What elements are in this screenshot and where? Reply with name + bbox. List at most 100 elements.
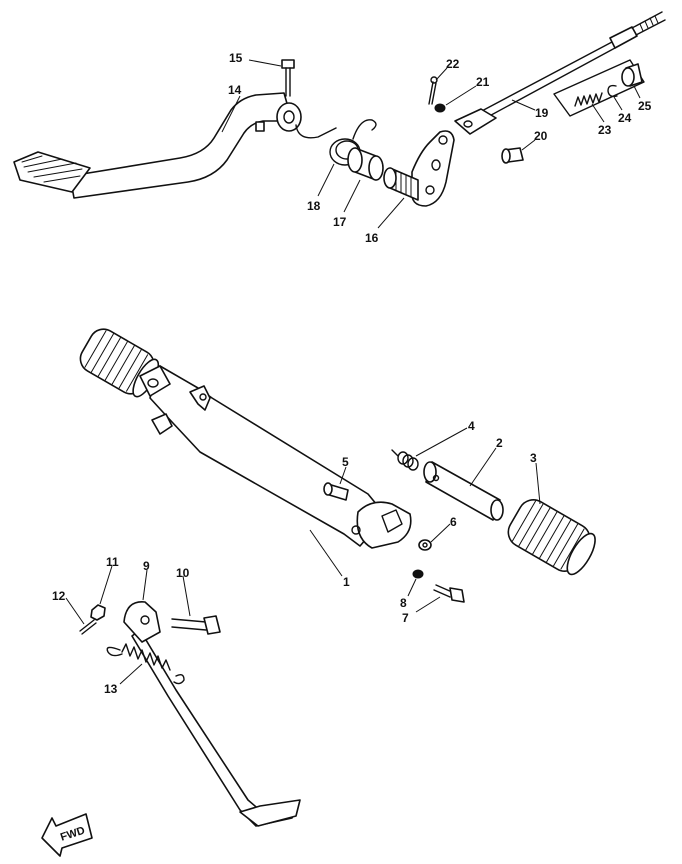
washer-6 [418,539,432,551]
bolt-7 [433,584,465,603]
leader-8 [407,578,417,597]
spring-13-coil [121,643,171,671]
callout-7: 7 [402,611,409,625]
pin-5-head [323,482,333,496]
callout-9: 9 [143,559,150,573]
leader-16 [377,197,405,229]
brake-rod-19-clevis-hole [463,120,473,128]
leader-6 [430,523,451,543]
callout-12: 12 [52,589,66,603]
leader-25 [633,85,641,99]
leader-23 [591,103,605,123]
brake-rod-19-sleeve [609,26,638,49]
footrest-shaft-2 [423,461,504,521]
sidestand-9 [123,601,301,827]
pin-5 [323,482,349,501]
leader-15 [248,59,282,67]
leader-5 [339,466,347,485]
washer-8 [412,569,424,579]
callout-3: 3 [530,451,537,465]
shaft-16-arm-hole-low [425,185,435,195]
collar-17 [347,147,384,181]
callout-16: 16 [365,231,379,245]
callout-14: 14 [228,83,242,97]
bolt-10-head [203,615,221,635]
shaft-16 [383,130,455,207]
nut-25-face [621,67,635,87]
leader-12 [65,597,85,625]
fwd-arrow-shape [41,813,93,857]
callout-17: 17 [333,215,347,229]
sidestand-leg [131,629,299,827]
callout-labels: 15 14 22 21 19 20 25 24 23 18 17 16 4 2 … [52,51,652,696]
leader-1 [309,529,343,577]
footrest-shaft-2-end-right [490,499,504,521]
collar-17-end-right [368,155,384,181]
callout-24: 24 [618,111,632,125]
footrest-bracket-clevis-hole [147,378,159,388]
footrest-pivot-hole [351,525,361,535]
leader-2 [469,447,497,487]
footrest-bracket-lower-tab [151,413,173,435]
bolt-10 [171,615,221,635]
callout-10: 10 [176,566,190,580]
callout-4: 4 [468,419,475,433]
spring-23-coil [574,92,603,107]
cotter-pin-22-body [428,81,437,105]
footrest-pivot-housing [356,501,412,549]
footrest-shaft-2-body [425,461,501,521]
spring-4 [391,449,419,471]
footrest-rubber-3 [507,499,596,576]
washer-21 [434,103,446,113]
brake-rod-19-thread [631,11,666,36]
shaft-16-arm-hole-mid [431,159,441,171]
spring-18-hook [352,119,377,140]
shaft-16-knurl [395,170,412,198]
leader-20 [521,139,536,151]
leader-17 [343,179,361,213]
callout-22: 22 [446,57,460,71]
brake-rod-19-body [477,41,616,121]
callout-19: 19 [535,106,549,120]
leader-21 [445,85,477,106]
bolt-10-shank [171,618,207,631]
sidestand-spring-13 [106,643,171,671]
leader-4 [415,427,468,457]
footrest-bracket-bar [149,365,387,547]
brake-pedal-stop-tab [255,121,265,132]
leader-lines [65,59,641,685]
forward-direction-arrow: FWD [41,813,93,857]
leader-22 [435,67,448,81]
callout-13: 13 [104,682,118,696]
cotter-pin-12 [79,619,97,635]
callout-15: 15 [229,51,243,65]
callout-5: 5 [342,455,349,469]
adjuster-kit-outline [553,59,645,117]
left-rubber-ribs [84,330,149,392]
bolt-7-shank [433,584,453,598]
pin-20 [501,147,524,164]
sidestand-pivot-hole [140,615,150,625]
leader-14 [221,95,241,133]
footrest-shaft-2-hole [432,474,440,482]
leader-24 [613,96,623,111]
sidestand-spring-hook [173,673,185,685]
brake-pedal-pad [13,151,91,193]
leader-19 [511,99,536,111]
callout-21: 21 [476,75,490,89]
collar-17-end-left [347,147,363,173]
spring-4-leg [391,449,399,457]
bolt-15-shank [285,67,291,97]
callout-23: 23 [598,123,612,137]
footrest-bracket-1 [139,365,412,549]
bolt-7-head [449,587,465,603]
brake-pedal-pivot-boss [276,102,302,132]
footrest-bracket-tab-hole [199,393,207,401]
brake-pedal-arm [69,92,293,199]
leader-7 [415,596,441,613]
brake-rod-19-thread-marks [639,15,659,32]
footrest-bracket-clevis [139,365,171,397]
rubber-3-ribs [512,500,585,570]
leader-11 [99,565,113,605]
